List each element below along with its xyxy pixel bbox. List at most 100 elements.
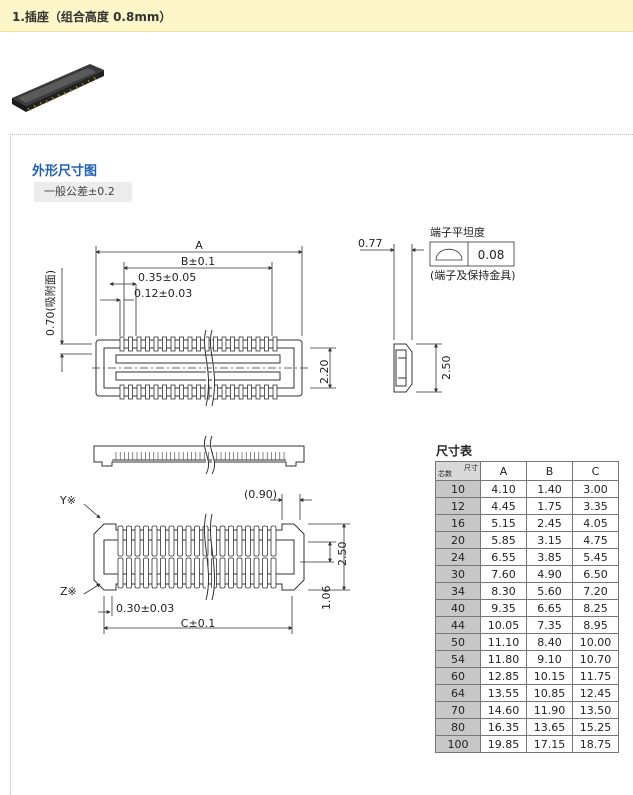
cell-c: 10.00 xyxy=(572,633,619,651)
pin xyxy=(247,336,252,352)
top-view xyxy=(92,339,310,397)
row-key-cell: 100 xyxy=(435,735,481,753)
pin xyxy=(128,336,133,352)
section-title: 外形尺寸图 xyxy=(32,164,98,179)
col-header-b: B xyxy=(526,461,573,481)
cell-b: 13.65 xyxy=(526,718,573,736)
cell-b: 4.90 xyxy=(526,565,573,583)
size-table-header: 尺寸 芯数 A B C xyxy=(435,461,619,481)
pin xyxy=(136,336,142,352)
row-key-cell: 30 xyxy=(435,565,481,583)
pin xyxy=(221,336,227,352)
cell-a: 13.55 xyxy=(480,684,527,702)
pin xyxy=(230,384,235,400)
cell-c: 11.75 xyxy=(572,667,619,685)
pin xyxy=(170,336,176,352)
front-view xyxy=(93,445,305,467)
cell-a: 4.10 xyxy=(480,480,527,498)
flatness-note: (端子及保持金具) xyxy=(430,268,516,282)
pin xyxy=(128,384,133,400)
cell-c: 7.20 xyxy=(572,582,619,600)
pin xyxy=(187,336,193,352)
front-view-pins xyxy=(115,452,285,460)
cell-b: 7.35 xyxy=(526,616,573,634)
pin xyxy=(228,557,234,589)
dim-090-label: (0.90) xyxy=(244,488,277,501)
cell-c: 3.35 xyxy=(572,497,619,515)
corner-top-label: 尺寸 xyxy=(464,464,478,472)
pin xyxy=(221,384,227,400)
cell-b: 2.45 xyxy=(526,514,573,532)
cell-a: 5.85 xyxy=(480,531,527,549)
flatness-value: 0.08 xyxy=(478,248,505,262)
row-key-cell: 64 xyxy=(435,684,481,702)
pin xyxy=(168,557,175,589)
row-key-cell: 12 xyxy=(435,497,481,515)
cell-c: 10.70 xyxy=(572,650,619,668)
pin xyxy=(145,384,150,400)
pin xyxy=(145,336,150,352)
row-key-cell: 80 xyxy=(435,718,481,736)
dim-c-label: C±0.1 xyxy=(181,617,215,630)
pin xyxy=(272,336,278,352)
pin xyxy=(143,557,149,589)
side-view xyxy=(393,343,413,393)
cell-a: 19.85 xyxy=(480,735,527,753)
pin xyxy=(177,525,183,557)
pin xyxy=(117,557,124,589)
cell-a: 7.60 xyxy=(480,565,527,583)
cell-b: 10.15 xyxy=(526,667,573,685)
pin xyxy=(153,336,159,352)
cell-b: 9.10 xyxy=(526,650,573,668)
connector-photo xyxy=(12,64,104,112)
cell-a: 10.05 xyxy=(480,616,527,634)
pin xyxy=(177,557,183,589)
dim-pitch-label: 0.35±0.05 xyxy=(138,271,196,284)
row-key-cell: 50 xyxy=(435,633,481,651)
pin xyxy=(262,525,268,557)
pin xyxy=(134,557,141,589)
pin xyxy=(238,384,244,400)
pin xyxy=(134,525,141,557)
cell-b: 6.65 xyxy=(526,599,573,617)
pin xyxy=(270,525,277,557)
cell-a: 16.35 xyxy=(480,718,527,736)
dim-a-label: A xyxy=(195,239,203,252)
cell-c: 6.50 xyxy=(572,565,619,583)
cell-c: 15.25 xyxy=(572,718,619,736)
pin xyxy=(255,384,261,400)
pin xyxy=(162,336,167,352)
row-key-cell: 20 xyxy=(435,531,481,549)
cell-b: 8.40 xyxy=(526,633,573,651)
row-key-cell: 40 xyxy=(435,599,481,617)
pin xyxy=(213,336,218,352)
pin xyxy=(219,557,226,589)
cell-a: 6.55 xyxy=(480,548,527,566)
pin xyxy=(170,384,176,400)
pin xyxy=(126,525,132,557)
cell-a: 5.15 xyxy=(480,514,527,532)
cell-c: 8.25 xyxy=(572,599,619,617)
section-header: 1.插座（组合高度 0.8mm） xyxy=(0,0,633,32)
pin xyxy=(153,384,159,400)
cell-b: 5.60 xyxy=(526,582,573,600)
pin xyxy=(179,336,184,352)
cell-b: 1.75 xyxy=(526,497,573,515)
pin xyxy=(245,525,251,557)
pin xyxy=(194,557,200,589)
cell-b: 17.15 xyxy=(526,735,573,753)
pin xyxy=(253,525,260,557)
pin xyxy=(238,336,244,352)
cell-c: 3.00 xyxy=(572,480,619,498)
pin xyxy=(253,557,260,589)
cell-c: 4.75 xyxy=(572,531,619,549)
